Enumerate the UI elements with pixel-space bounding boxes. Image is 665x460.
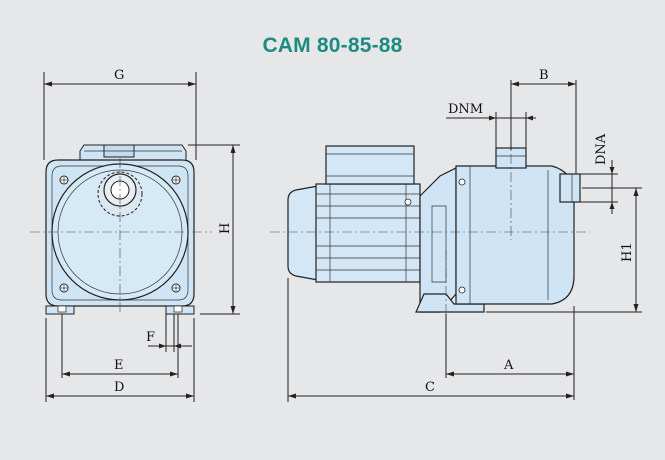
pump-bracket bbox=[419, 167, 457, 313]
front-view bbox=[30, 144, 212, 315]
dim-label-e: E bbox=[114, 358, 124, 373]
dim-label-b: B bbox=[539, 68, 549, 83]
motor-end-cap bbox=[287, 185, 319, 281]
front-feet bbox=[45, 305, 195, 315]
side-view bbox=[270, 118, 590, 320]
dim-label-c: C bbox=[425, 380, 435, 395]
dim-label-dnm: DNM bbox=[448, 102, 483, 117]
front-dimensions bbox=[43, 72, 240, 402]
dim-label-g: G bbox=[114, 68, 124, 83]
dim-label-h: H bbox=[218, 223, 233, 234]
dim-label-d: D bbox=[114, 380, 124, 395]
front-bolts bbox=[59, 175, 181, 293]
motor-body bbox=[315, 183, 421, 283]
pump-base bbox=[415, 293, 485, 313]
dim-label-f: F bbox=[146, 330, 155, 345]
pump-casing bbox=[455, 165, 575, 305]
dim-label-dna: DNA bbox=[594, 133, 609, 165]
dim-label-a: A bbox=[503, 358, 514, 373]
side-dimensions bbox=[287, 80, 642, 402]
dim-label-h1: H1 bbox=[620, 242, 635, 262]
motor-terminal-box bbox=[325, 145, 415, 185]
diagram-title: CAM 80-85-88 bbox=[262, 34, 403, 57]
motor-cooling-fins bbox=[316, 184, 420, 282]
inlet-port bbox=[559, 173, 581, 203]
